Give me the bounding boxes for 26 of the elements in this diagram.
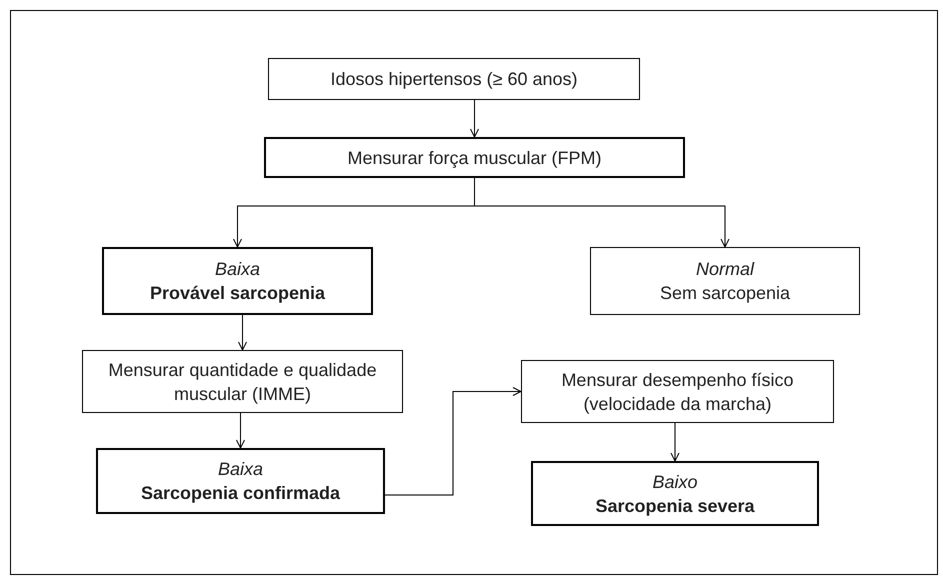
arrow bbox=[238, 314, 247, 350]
arrow bbox=[236, 412, 245, 448]
box-subtitle: Baixo bbox=[652, 470, 698, 494]
box-label: Mensurar quantidade e qualidade muscular (IMME) bbox=[107, 358, 378, 406]
box-label: Mensurar força muscular (FPM) bbox=[347, 146, 602, 170]
arrow bbox=[474, 178, 730, 248]
box-label: Provável sarcopenia bbox=[150, 282, 326, 305]
arrow bbox=[384, 387, 522, 496]
process-box bbox=[264, 137, 685, 178]
box-label: Mensurar desempenho físico (velocidade da marcha) bbox=[560, 368, 795, 416]
box-subtitle: Baixa bbox=[218, 458, 264, 481]
process-box bbox=[96, 448, 385, 514]
process-box bbox=[531, 461, 819, 526]
process-box bbox=[521, 360, 834, 423]
box-label: Sarcopenia severa bbox=[595, 494, 755, 518]
box-subtitle: Normal bbox=[696, 258, 754, 281]
process-box bbox=[102, 247, 373, 315]
box-label: Idosos hipertensos (≥ 60 anos) bbox=[330, 68, 578, 91]
box-label: Sem sarcopenia bbox=[660, 282, 790, 305]
process-box bbox=[590, 247, 860, 315]
box-subtitle: Baixa bbox=[214, 258, 260, 281]
box-label: Sarcopenia confirmada bbox=[140, 482, 340, 505]
process-box bbox=[82, 350, 403, 413]
arrow bbox=[470, 100, 479, 138]
arrow bbox=[670, 422, 680, 462]
process-box bbox=[268, 58, 640, 100]
